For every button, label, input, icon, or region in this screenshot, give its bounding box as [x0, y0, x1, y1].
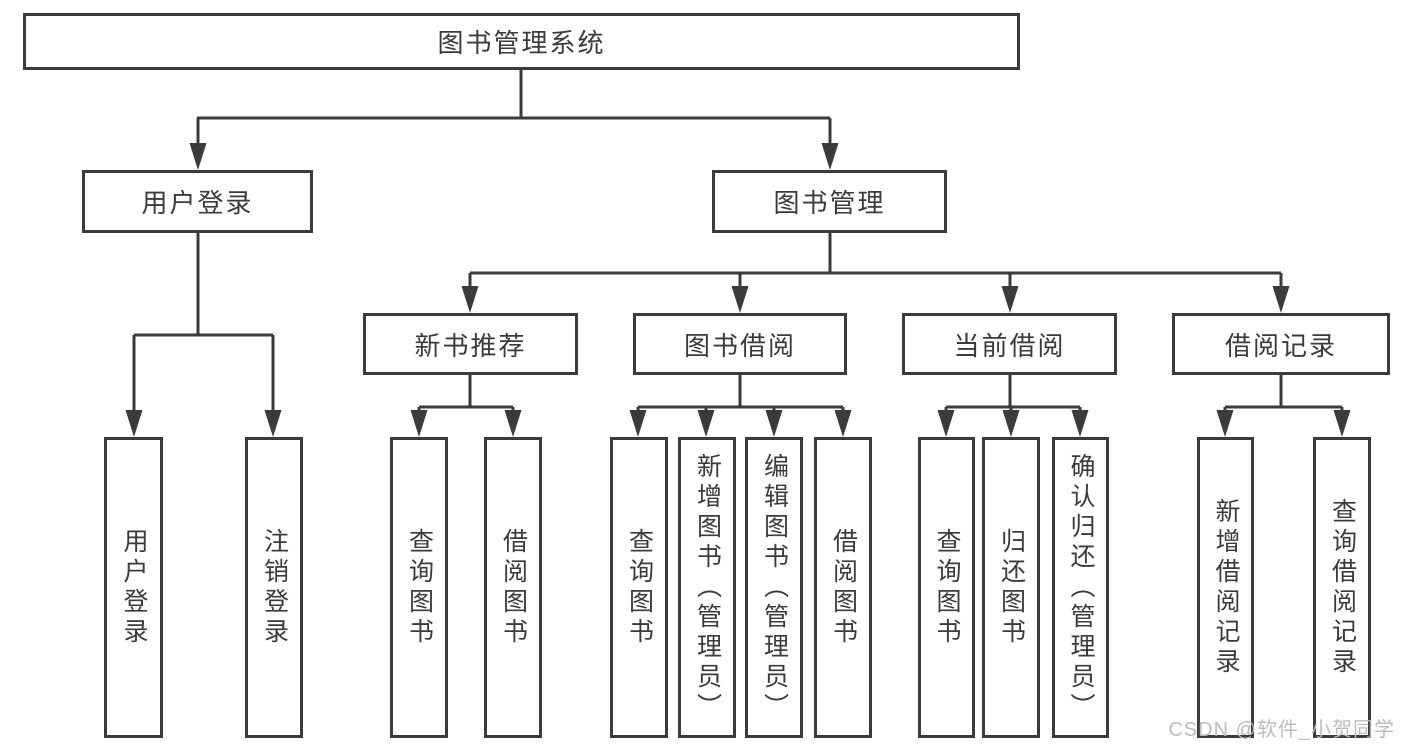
node-book-management-label: 图书管理	[773, 188, 886, 218]
connector-current-to-leaves	[937, 375, 1089, 437]
leaf-borrowing-query-books: 查询图书	[610, 437, 668, 738]
leaf-borrowing-borrow-books-label: 借阅图书	[829, 527, 858, 648]
connector-records-to-leaves	[1216, 375, 1351, 437]
node-borrow-records: 借阅记录	[1172, 313, 1390, 375]
leaf-records-add-record: 新增借阅记录	[1197, 437, 1254, 738]
leaf-recommend-query-books: 查询图书	[390, 437, 448, 738]
leaf-recommend-borrow-books-label: 借阅图书	[499, 527, 528, 648]
leaf-logout: 注销登录	[245, 437, 303, 738]
node-new-book-recommend-label: 新书推荐	[414, 330, 527, 361]
connector-bookmgmt-to-level3	[461, 233, 1290, 313]
leaf-current-return-books: 归还图书	[982, 437, 1040, 738]
connector-borrowing-to-leaves	[629, 375, 852, 437]
node-book-management: 图书管理	[712, 170, 947, 233]
node-user-login-label: 用户登录	[141, 188, 254, 218]
leaf-logout-label: 注销登录	[260, 527, 289, 648]
leaf-user-login: 用户登录	[104, 437, 163, 738]
leaf-borrowing-edit-books-admin: 编辑图书（管理员）	[745, 437, 803, 738]
leaf-records-add-record-label: 新增借阅记录	[1212, 497, 1240, 678]
leaf-user-login-label: 用户登录	[120, 527, 148, 648]
leaf-records-query-record-label: 查询借阅记录	[1328, 497, 1357, 678]
node-new-book-recommend: 新书推荐	[363, 313, 578, 375]
node-root-label: 图书管理系统	[437, 28, 606, 58]
node-user-login: 用户登录	[82, 170, 313, 233]
connector-newbooks-to-leaves	[410, 375, 522, 437]
csdn-watermark: CSDN @软件_小贺同学	[1168, 719, 1395, 741]
leaf-borrowing-edit-books-admin-label: 编辑图书（管理员）	[760, 452, 789, 723]
leaf-recommend-borrow-books: 借阅图书	[484, 437, 542, 738]
node-book-borrowing-label: 图书借阅	[683, 330, 796, 361]
node-current-borrowing-label: 当前借阅	[953, 330, 1066, 361]
connector-userlogin-to-leaves	[125, 233, 282, 437]
node-root: 图书管理系统	[23, 13, 1020, 70]
node-borrow-records-label: 借阅记录	[1224, 330, 1337, 361]
leaf-current-query-books: 查询图书	[918, 437, 975, 738]
connector-root-to-level2	[189, 69, 839, 170]
leaf-borrowing-add-books-admin: 新增图书（管理员）	[678, 437, 736, 738]
node-current-borrowing: 当前借阅	[902, 313, 1117, 375]
leaf-borrowing-borrow-books: 借阅图书	[814, 437, 872, 738]
node-book-borrowing: 图书借阅	[633, 313, 847, 375]
leaf-borrowing-query-books-label: 查询图书	[625, 527, 654, 648]
leaf-recommend-query-books-label: 查询图书	[405, 527, 434, 648]
leaf-records-query-record: 查询借阅记录	[1313, 437, 1371, 738]
leaf-current-query-books-label: 查询图书	[933, 527, 961, 648]
leaf-current-return-books-label: 归还图书	[997, 527, 1026, 648]
leaf-borrowing-add-books-admin-label: 新增图书（管理员）	[693, 452, 722, 723]
leaf-current-confirm-return-admin: 确认归还（管理员）	[1052, 437, 1109, 738]
leaf-current-confirm-return-admin-label: 确认归还（管理员）	[1067, 452, 1095, 723]
